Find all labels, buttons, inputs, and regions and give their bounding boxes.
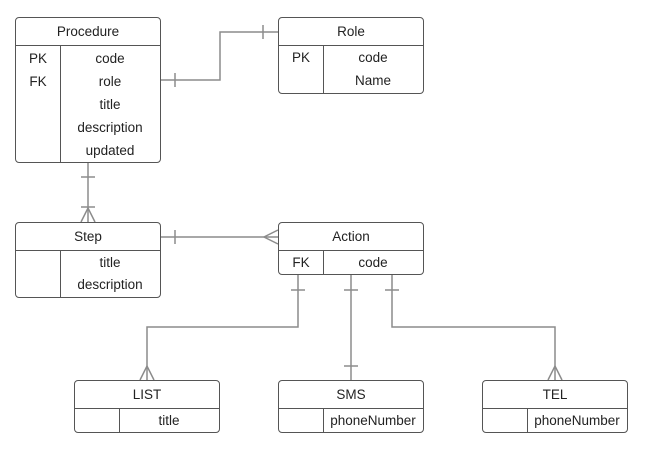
crowfoot-tel-top (547, 364, 563, 381)
crowfoot-action-left (262, 229, 279, 245)
attribute-label: code (95, 51, 125, 66)
key-label: FK (292, 255, 310, 270)
entity-row: PK code (16, 47, 160, 70)
entity-row: FK role (16, 70, 160, 93)
key-column (75, 409, 120, 432)
entity-list[interactable]: LIST title (74, 380, 220, 433)
entity-step[interactable]: Step title description (15, 222, 161, 298)
attribute-label: title (99, 255, 121, 270)
key-label: FK (29, 74, 47, 89)
crowfoot-list-top (139, 364, 155, 381)
attribute-label: code (358, 50, 388, 65)
entity-title: Role (279, 18, 423, 46)
attribute-label: Name (354, 73, 391, 88)
entity-row: Name (279, 69, 423, 92)
attribute-label: description (77, 277, 143, 292)
entity-title: Action (279, 223, 423, 251)
attribute-label: title (158, 413, 180, 428)
entity-tel[interactable]: TEL phoneNumber (482, 380, 628, 433)
key-column (279, 409, 324, 432)
crowfoot-step-top (80, 206, 96, 223)
entity-row: FK code (279, 251, 423, 274)
entity-title: Step (16, 223, 160, 251)
entity-title: LIST (75, 381, 219, 409)
key-column (16, 251, 61, 297)
attribute-label: description (77, 120, 143, 135)
entity-action[interactable]: Action FK code (278, 222, 424, 275)
entity-title: SMS (279, 381, 423, 409)
key-column (279, 251, 324, 274)
entity-procedure[interactable]: Procedure PK code FK role title descript… (15, 17, 161, 163)
entity-title: Procedure (16, 18, 160, 46)
entity-row: title (75, 409, 219, 432)
entity-row: description (16, 273, 160, 296)
entity-row: description (16, 116, 160, 139)
connector-action-list (146, 275, 299, 380)
attribute-label: updated (85, 143, 135, 158)
entity-sms[interactable]: SMS phoneNumber (278, 380, 424, 433)
entity-title: TEL (483, 381, 627, 409)
connector-action-tel (391, 275, 556, 380)
key-column (483, 409, 528, 432)
attribute-label: code (358, 255, 388, 270)
key-label: PK (28, 51, 47, 66)
attribute-label: title (99, 97, 121, 112)
entity-row: phoneNumber (483, 409, 627, 432)
key-label: PK (291, 50, 310, 65)
attribute-label: role (98, 74, 122, 89)
entity-row: title (16, 251, 160, 274)
attribute-label: phoneNumber (534, 413, 620, 428)
entity-row: PK code (279, 46, 423, 69)
entity-row: phoneNumber (279, 409, 423, 432)
entity-row: title (16, 93, 160, 116)
key-column (279, 46, 324, 93)
connector-procedure-role (161, 31, 278, 81)
entity-role[interactable]: Role PK code Name (278, 17, 424, 94)
key-column (16, 46, 61, 162)
attribute-label: phoneNumber (330, 413, 416, 428)
entity-row: updated (16, 139, 160, 162)
